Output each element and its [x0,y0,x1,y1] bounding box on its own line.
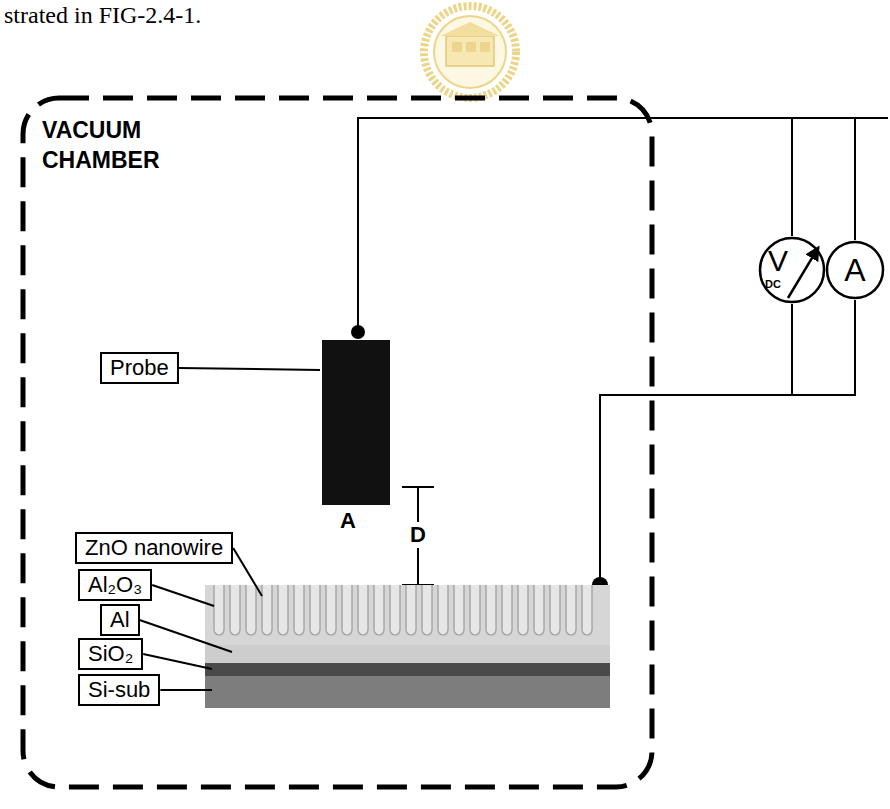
nanowire [294,585,304,635]
label-box: Probe [100,352,179,384]
nanowire [438,585,448,635]
nanowire [502,585,512,635]
probe-tip [322,340,390,505]
nanowire [390,585,400,635]
label-box: SiO₂ [78,638,143,670]
nanowire-array [214,585,592,635]
leader-line [143,654,212,669]
nanowire [486,585,496,635]
logo-watermark [424,6,516,98]
layer-label: Probe [110,355,169,380]
layer-label: Al [110,607,130,632]
nanowire [230,585,240,635]
layer-label: SiO₂ [88,641,133,666]
probe-end-label: A [338,508,358,534]
nanowire [518,585,528,635]
leader-line [152,585,214,606]
sample-stack [205,585,610,708]
leader-line [233,548,262,596]
nanowire [582,585,592,635]
distance-label: D [408,522,428,548]
nanowire [246,585,256,635]
ammeter-symbol: A [825,240,885,300]
nanowire [278,585,288,635]
nanowire [262,585,272,635]
caption-fragment: strated in FIG-2.4-1. [2,2,203,28]
nanowire [422,585,432,635]
nanowire [406,585,416,635]
nanowire [534,585,544,635]
nanowire [470,585,480,635]
vacuum-chamber: VACUUM CHAMBER ProbeZnO nanowireAl₂O₃ AlSi… [20,95,655,790]
nanowire [358,585,368,635]
nanowire [326,585,336,635]
dimension-bracket [402,487,434,585]
nanowire [214,585,224,635]
wire [358,118,888,585]
label-box: ZnO nanowire [75,532,233,564]
meter-label: V [768,246,788,276]
meter-label: DC [765,279,781,290]
chamber-label: VACUUM CHAMBER [42,115,182,175]
voltmeter-symbol: V DC [758,236,826,304]
wire [792,300,855,395]
contact-dot [351,325,365,339]
layer-label: ZnO nanowire [85,535,223,560]
leader-line [160,689,212,691]
leader-line [179,368,320,370]
layer-label: Si-sub [88,677,150,702]
label-box: Al₂O₃ [78,569,152,601]
leader-line [140,620,232,652]
wire [792,118,855,240]
label-box: Si-sub [78,674,160,706]
nanowire [566,585,576,635]
label-box: Al [100,604,140,636]
nanowire [310,585,320,635]
nanowire [550,585,560,635]
leader-lines [140,368,320,690]
layer-label: Al₂O₃ [88,572,142,597]
nanowire [342,585,352,635]
meter-label: A [844,254,865,286]
nanowire [454,585,464,635]
nanowire [374,585,384,635]
